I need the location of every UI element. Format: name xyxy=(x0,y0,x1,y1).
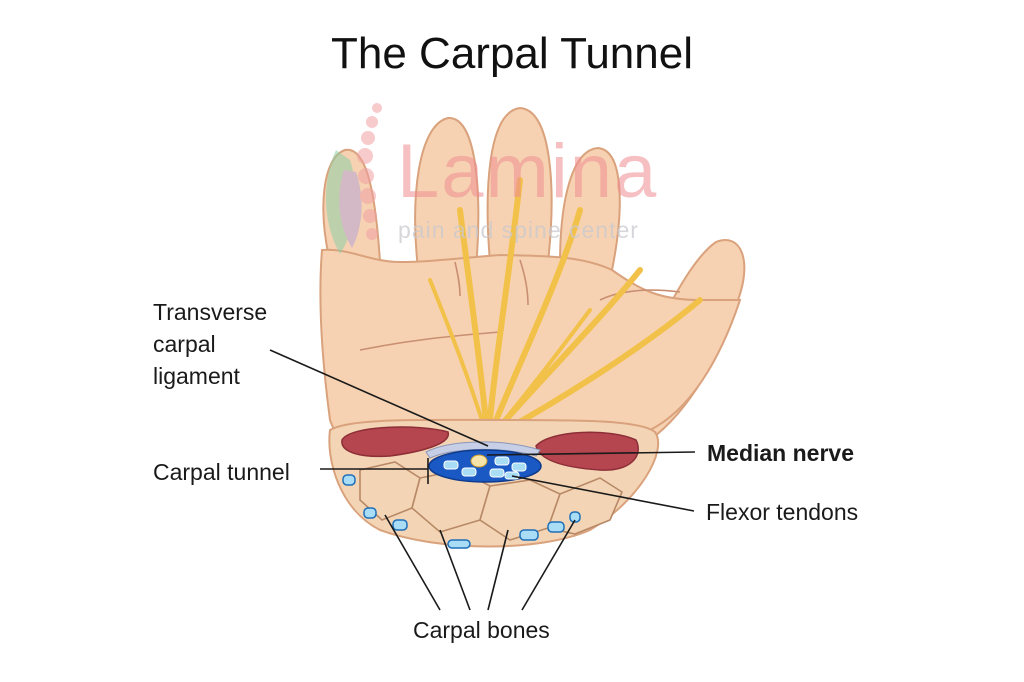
label-carpal-bones: Carpal bones xyxy=(413,617,550,643)
muscle-left xyxy=(341,426,449,458)
label-carpal-tunnel: Carpal tunnel xyxy=(153,459,290,485)
leader-transverse-carpal-ligament xyxy=(269,349,489,447)
flexor-tendon-bundle xyxy=(443,456,527,480)
label-transverse-carpal-ligament-line2: carpal xyxy=(153,331,216,357)
watermark-logo-icon xyxy=(325,103,382,254)
muscle-right xyxy=(535,431,639,471)
leader-lines xyxy=(269,349,696,611)
watermark-brand: Lamina xyxy=(397,129,659,214)
diagram-title: The Carpal Tunnel xyxy=(331,29,693,78)
leader-median-nerve xyxy=(486,451,696,456)
label-median-nerve: Median nerve xyxy=(707,440,854,466)
label-transverse-carpal-ligament: Transverse carpal ligament xyxy=(153,296,313,392)
leader-carpal-bones-4 xyxy=(521,519,576,611)
label-flexor-tendons: Flexor tendons xyxy=(706,499,859,525)
transverse-carpal-ligament xyxy=(425,441,541,459)
leader-flexor-tendons xyxy=(511,475,695,512)
palm-creases xyxy=(359,259,681,351)
index-finger xyxy=(558,146,621,272)
leader-carpal-bones-1 xyxy=(384,514,441,611)
label-transverse-carpal-ligament-line3: ligament xyxy=(153,363,240,389)
median-nerve-section xyxy=(470,454,488,468)
leader-carpal-bones-2 xyxy=(439,529,471,611)
outer-tendons xyxy=(342,474,581,549)
carpal-tunnel-structure xyxy=(425,441,542,483)
label-transverse-carpal-ligament-line1: Transverse xyxy=(153,299,268,325)
watermark-tagline: pain and spine center xyxy=(398,217,639,243)
leader-carpal-bones-3 xyxy=(487,529,509,611)
